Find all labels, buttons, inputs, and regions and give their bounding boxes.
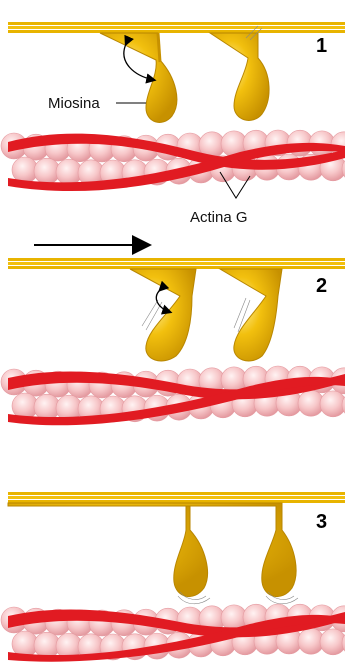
myosin-thick-filament (8, 22, 345, 33)
myosin-head (210, 26, 269, 120)
myosin-head (8, 503, 298, 604)
actin-g-bead (320, 629, 345, 655)
actin-g-bead (320, 391, 345, 417)
myosin-head (220, 269, 282, 361)
myosin-thick-filament (8, 258, 345, 269)
panel-number-2: 2 (316, 275, 327, 297)
panel-2: 2 (1, 258, 345, 425)
myosin-thick-filament (8, 492, 345, 503)
panel-3: 3 (1, 492, 345, 662)
actin-label: Actina G (190, 209, 248, 226)
myosin-head (8, 503, 210, 604)
panel-number-3: 3 (316, 511, 327, 533)
myosin-head (100, 33, 177, 122)
panel-number-1: 1 (316, 35, 327, 57)
myosin-label: Miosina (48, 95, 100, 112)
panel-1: Miosina 1 Actina G (1, 22, 345, 226)
myosin-head (130, 269, 196, 361)
